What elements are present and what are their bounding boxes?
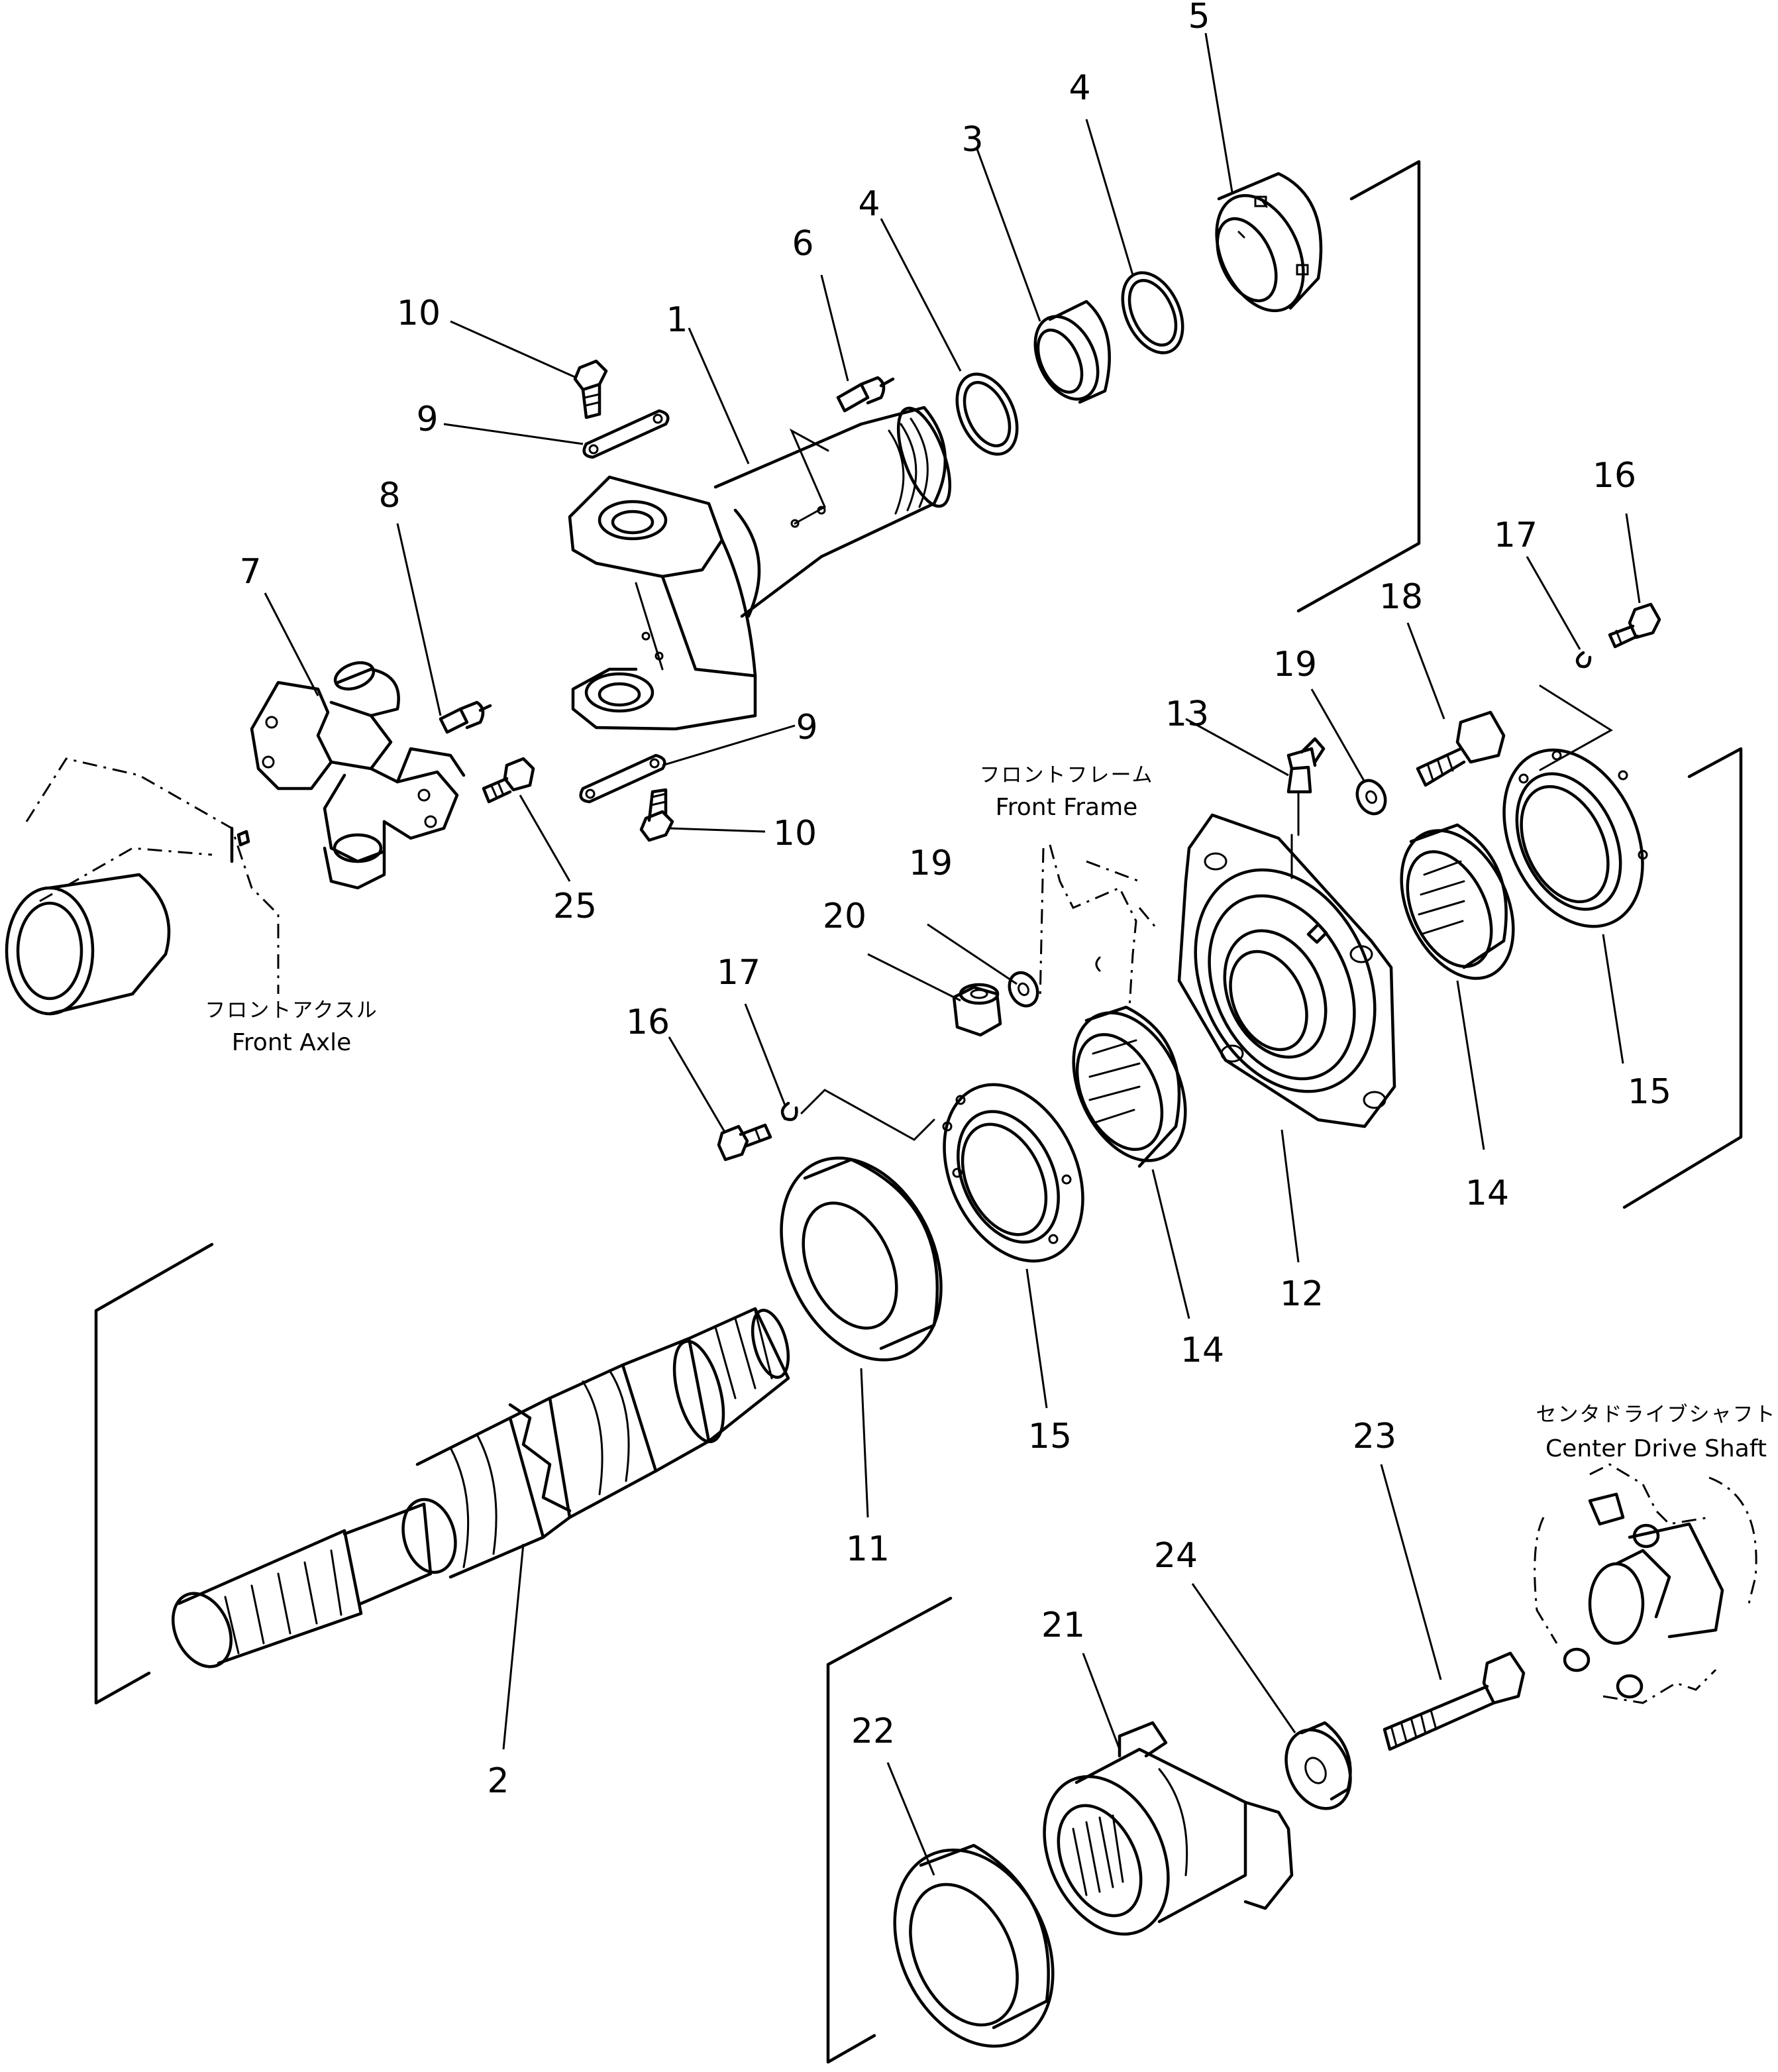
section-brackets xyxy=(94,160,1743,2064)
part-number-8: 8 xyxy=(378,476,400,516)
part-number-4-upper: 4 xyxy=(1069,68,1090,108)
part-6-grease-nipple xyxy=(836,376,895,413)
part-20-nut xyxy=(952,983,1002,1037)
part-23-bolt xyxy=(1383,1651,1526,1751)
part-4-shim-lower xyxy=(955,372,1019,456)
part-number-24: 24 xyxy=(1154,1536,1198,1576)
front-axle-outline xyxy=(5,757,280,1016)
part-3-seal-ring xyxy=(1033,300,1111,404)
part-13-grease-nipple xyxy=(1286,737,1326,836)
part-number-21: 21 xyxy=(1041,1606,1085,1645)
part-9-lock-plate-lower xyxy=(579,753,666,804)
part-19-washer-upper xyxy=(1355,779,1387,816)
part-number-17-lower: 17 xyxy=(717,953,760,993)
part-21-companion-flange xyxy=(1043,1721,1294,1936)
part-number-13: 13 xyxy=(1165,694,1209,734)
front-frame-label-en: Front Frame xyxy=(996,794,1138,821)
part-number-14-lower: 14 xyxy=(1180,1331,1224,1370)
part-number-23: 23 xyxy=(1353,1417,1396,1456)
part-number-9-lower: 9 xyxy=(796,708,817,747)
part-number-19-upper: 19 xyxy=(1273,645,1317,684)
part-2-drive-shaft xyxy=(171,1307,790,1668)
part-9-lock-plate-upper xyxy=(582,409,670,459)
part-number-16-upper: 16 xyxy=(1593,456,1636,496)
part-number-1: 1 xyxy=(666,300,688,340)
center-drive-shaft-outline xyxy=(1534,1463,1757,1704)
part-number-17-upper: 17 xyxy=(1494,516,1538,555)
part-8-grease-nipple xyxy=(439,700,492,734)
part-number-5: 5 xyxy=(1188,0,1210,36)
part-number-16-lower: 16 xyxy=(626,1003,670,1042)
part-numbers: 5 4 3 4 6 1 10 9 8 7 9 10 25 16 17 18 19… xyxy=(239,0,1671,1801)
part-19-washer-lower xyxy=(1008,971,1039,1008)
part-24-washer xyxy=(1284,1721,1352,1810)
front-frame-outline xyxy=(1039,844,1157,1008)
part-number-20: 20 xyxy=(823,897,866,936)
part-number-11: 11 xyxy=(846,1529,890,1569)
part-12-bearing-housing xyxy=(1177,813,1396,1128)
part-number-10-upper: 10 xyxy=(397,294,441,333)
part-14-bearing-right xyxy=(1400,823,1515,980)
part-number-15-lower: 15 xyxy=(1028,1417,1072,1456)
part-number-18: 18 xyxy=(1379,577,1423,617)
front-axle-label-ja: フロントアクスル xyxy=(205,999,378,1022)
part-14-bearing-lower xyxy=(1072,1005,1187,1168)
part-number-10-lower: 10 xyxy=(773,814,817,853)
part-number-12: 12 xyxy=(1280,1274,1324,1314)
leader-lines xyxy=(264,32,1641,1876)
part-15-retainer-right xyxy=(1502,748,1648,928)
assembly-labels: フロントアクスル Front Axle フロントフレーム Front Frame… xyxy=(205,763,1777,1462)
front-axle-label-en: Front Axle xyxy=(232,1029,352,1056)
part-4-shim-upper xyxy=(1121,271,1184,354)
part-7-universal-joint xyxy=(250,661,466,890)
part-number-2: 2 xyxy=(487,1761,509,1801)
part-10-bolt-lower xyxy=(639,788,674,842)
part-18-bolt xyxy=(1416,710,1506,787)
part-number-25: 25 xyxy=(553,887,597,926)
part-1-yoke-shaft xyxy=(568,406,952,731)
part-15-retainer-lower xyxy=(942,1083,1084,1263)
part-22-seal xyxy=(893,1843,1055,2048)
center-drive-shaft-label-en: Center Drive Shaft xyxy=(1545,1435,1767,1462)
part-5-bearing-cage xyxy=(1215,172,1323,313)
center-drive-shaft-label-ja: センタドライブシャフト xyxy=(1536,1403,1777,1427)
part-number-15-right: 15 xyxy=(1628,1072,1671,1112)
part-11-seal xyxy=(780,1156,943,1362)
part-16-bolt-lower xyxy=(717,1123,772,1162)
part-10-bolt-upper xyxy=(573,359,608,419)
part-17-lock-washer-upper xyxy=(1575,651,1592,669)
part-16-bolt-upper xyxy=(1608,602,1661,649)
part-number-6: 6 xyxy=(792,224,813,264)
part-number-3: 3 xyxy=(961,120,983,160)
part-number-14-right: 14 xyxy=(1465,1173,1509,1213)
front-frame-label-ja: フロントフレーム xyxy=(979,763,1153,787)
part-number-22: 22 xyxy=(851,1712,895,1751)
part-25-bolt xyxy=(482,757,535,804)
part-number-19-lower: 19 xyxy=(909,844,953,883)
part-number-7: 7 xyxy=(239,552,261,592)
part-number-4-lower: 4 xyxy=(858,184,880,224)
part-number-9-upper: 9 xyxy=(416,400,438,439)
part-17-lock-washer-lower xyxy=(780,1089,935,1141)
